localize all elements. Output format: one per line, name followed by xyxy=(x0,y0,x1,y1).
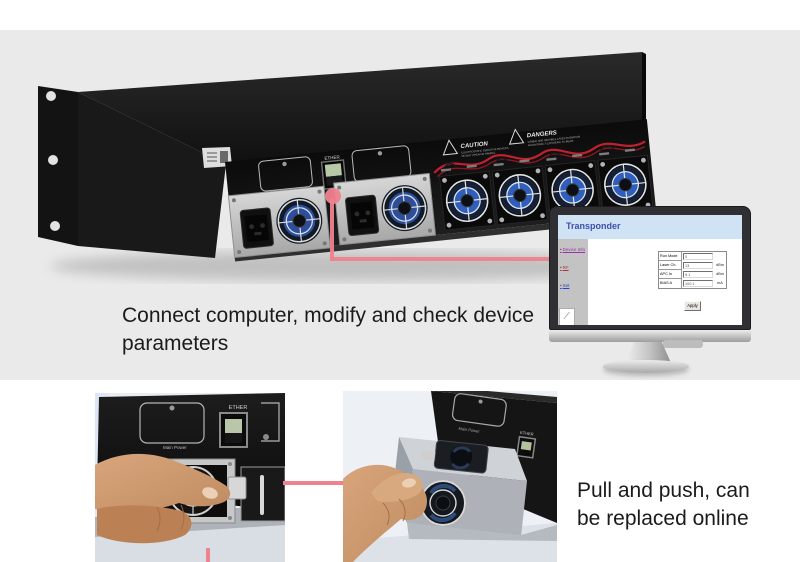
param-unit xyxy=(714,252,726,261)
monitor-stand xyxy=(625,342,671,363)
cooling-fan-3 xyxy=(544,160,601,220)
table-row: APC In 9.1 dBm xyxy=(659,270,726,279)
param-label: BIAS A xyxy=(659,279,682,288)
monitor-chin xyxy=(549,330,751,342)
photo-pull-module: Main Power ETHER xyxy=(343,391,557,562)
bullet-icon: • xyxy=(560,247,562,252)
screen-sidebar: •Device Info •RF •Set ⁄ xyxy=(558,239,588,325)
hand xyxy=(95,453,231,544)
iec-inlet xyxy=(239,207,274,249)
param-label: Run Mode xyxy=(659,252,682,261)
photo-connector-line xyxy=(283,481,343,485)
fan-wires xyxy=(433,140,646,178)
neighbor-psu-bay xyxy=(240,466,285,522)
bottom-connector-line xyxy=(206,548,210,562)
caution-label: CAUTION ELECTROSTATIC SENSITIVE DEVICES … xyxy=(442,139,509,158)
apply-button[interactable]: Apply xyxy=(684,301,701,311)
param-unit: dBm xyxy=(716,263,724,267)
main-power-label: Main Power xyxy=(163,445,187,450)
ethernet-port[interactable] xyxy=(219,412,248,448)
qr-sticker xyxy=(202,147,232,168)
screen-header: Transponder xyxy=(558,215,742,239)
param-unit: mA xyxy=(717,281,723,285)
screen-content: Run Mode 0 Laser Ch. 13 dBm APC In 9.1 d… xyxy=(588,239,742,325)
ethernet-port[interactable]: ETHER xyxy=(320,154,347,190)
cooling-fan-2 xyxy=(491,165,549,226)
ether-label: ETHER xyxy=(520,430,534,437)
param-value-field[interactable]: 13 xyxy=(683,262,713,269)
param-unit: dBm xyxy=(716,272,724,276)
photo-press-clip: ETHER Main Power xyxy=(95,393,285,562)
callout-dot xyxy=(325,188,341,204)
callout-line-vertical xyxy=(330,198,334,260)
bullet-icon: • xyxy=(560,265,562,270)
psu-release-clip[interactable] xyxy=(227,476,247,500)
ether-label: ETHER xyxy=(324,154,340,161)
table-row: Run Mode 0 xyxy=(659,252,726,261)
rack-ear xyxy=(38,86,78,246)
blank-plate-right xyxy=(261,402,280,442)
blank-plate: Main Power xyxy=(451,393,507,434)
cooling-fan-4 xyxy=(597,154,654,215)
param-value-field[interactable]: 0 xyxy=(683,253,713,260)
laser-warning-triangle-icon xyxy=(508,128,525,145)
cooling-fans xyxy=(439,154,654,231)
svg-text:CAUTION: CAUTION xyxy=(460,141,488,150)
monitor-screen: Transponder •Device Info •RF •Set ⁄ Run … xyxy=(558,215,742,325)
svg-text:DO NOT OPEN OR HANDLE: DO NOT OPEN OR HANDLE xyxy=(461,151,495,158)
ether-label: ETHER xyxy=(229,405,248,411)
thumbnail xyxy=(202,487,218,499)
svg-text:ELECTROSTATIC SENSITIVE DEVICE: ELECTROSTATIC SENSITIVE DEVICES xyxy=(461,146,509,155)
param-value-field[interactable]: 100.1 xyxy=(683,280,713,287)
psu-fan xyxy=(276,197,323,244)
chassis-left-face xyxy=(78,92,226,258)
psu-front-fan xyxy=(420,480,466,526)
param-label: Laser Ch. xyxy=(659,261,682,270)
psu-label-sticker xyxy=(420,450,436,461)
caption-connect: Connect computer, modify and check devic… xyxy=(122,304,535,355)
psu-fan xyxy=(381,185,428,232)
bullet-icon: • xyxy=(560,283,562,288)
parameter-table: Run Mode 0 Laser Ch. 13 dBm APC In 9.1 d… xyxy=(658,251,727,289)
bay-rail xyxy=(407,523,557,541)
monitor-stand-clip xyxy=(663,340,703,348)
psu-module-1 xyxy=(227,185,331,259)
monitor-base xyxy=(603,360,689,373)
chassis-top-face xyxy=(78,52,646,164)
param-value-field[interactable]: 9.1 xyxy=(683,271,713,278)
callout-line-horizontal xyxy=(330,257,552,261)
dangers-label: DANGERS VISIBLE AND INVISIBLE LASER RADI… xyxy=(508,128,580,148)
page-title: Transponder xyxy=(566,221,621,231)
thumbnail xyxy=(402,478,416,488)
ethernet-port[interactable]: ETHER xyxy=(516,430,537,459)
svg-text:AVOID DIRECT EXPOSURE TO BEAM: AVOID DIRECT EXPOSURE TO BEAM xyxy=(528,139,574,148)
svg-text:VISIBLE AND INVISIBLE LASER RA: VISIBLE AND INVISIBLE LASER RADIATION xyxy=(527,134,580,143)
sidebar-link-device-info[interactable]: •Device Info xyxy=(560,247,586,252)
table-row: Laser Ch. 13 dBm xyxy=(659,261,726,270)
svg-text:DANGERS: DANGERS xyxy=(527,130,557,139)
table-row: BIAS A 100.1 mA xyxy=(659,279,726,288)
psu-module-2 xyxy=(333,172,437,246)
cooling-fan-1 xyxy=(439,170,496,231)
broken-image-icon: ⁄ xyxy=(559,308,575,325)
psu-top-vent xyxy=(433,440,489,474)
blank-plate xyxy=(139,402,205,444)
caption-pull: Pull and push, can be replaced online xyxy=(577,479,750,530)
port-labels-strip xyxy=(440,148,635,172)
sidebar-link-set[interactable]: •Set xyxy=(560,283,570,288)
sidebar-link-rf[interactable]: •RF xyxy=(560,265,569,270)
hand xyxy=(343,464,427,562)
main-power-label: Main Power xyxy=(458,426,480,434)
warning-triangle-icon xyxy=(442,139,459,156)
chassis-photo: Main Power ETHER SUB Power xyxy=(38,52,657,281)
param-label: APC In xyxy=(659,270,682,279)
iec-inlet xyxy=(345,194,380,237)
